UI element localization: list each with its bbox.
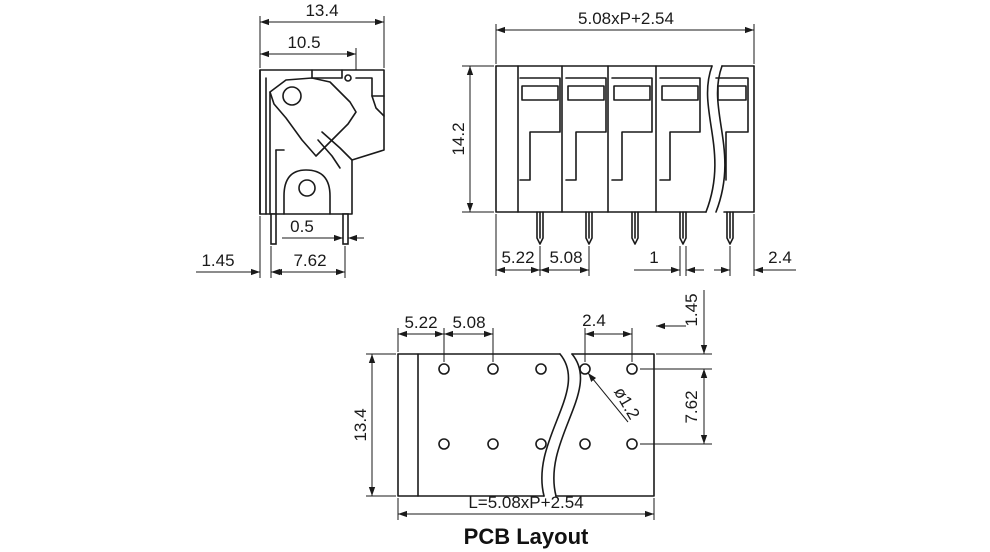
side-dim-pin-offset: 1.45 [196,216,282,278]
side-dim-pin-spacing: 7.62 [273,246,346,278]
side-view-pins [270,213,349,245]
front-dim-pitch: 5.22 5.08 [495,214,590,276]
front-dim-length: 5.08xP+2.54 [495,9,755,64]
pcb-layout-outline [397,353,655,497]
pcb-dim-edge-offset-label: 1.45 [682,293,701,326]
pcb-dim-edge-offset: 1.45 [640,290,712,378]
side-dim-width-total: 13.4 [259,1,385,68]
front-view-pins [536,211,734,245]
side-view: 13.4 10.5 0.5 1.45 7.62 [196,1,385,278]
pcb-dim-length-label: L=5.08xP+2.54 [468,493,583,512]
pcb-dim-hole-diameter: ø1.2 [587,372,643,423]
pcb-dim-row-spacing-label: 7.62 [682,390,701,423]
pcb-dim-height-label: 13.4 [351,408,370,441]
front-dim-first-pitch-label: 5.22 [501,248,534,267]
pcb-dim-end-offset-label: 2.4 [582,311,606,330]
pcb-dim-pitch: 5.22 5.08 [397,313,494,362]
front-dim-pitch-label: 5.08 [549,248,582,267]
front-dim-height: 14.2 [449,65,494,213]
pcb-layout: 5.22 5.08 2.4 1.45 7.62 ø1.2 [351,290,712,549]
pcb-holes [438,363,638,450]
side-dim-pin-thickness-label: 0.5 [290,217,314,236]
side-dim-width-total-label: 13.4 [305,1,338,20]
side-dim-pin-thickness: 0.5 [282,217,364,242]
front-dim-pin-width: 1 [634,246,704,276]
pcb-dim-end-offset: 2.4 [582,311,633,362]
front-dim-length-label: 5.08xP+2.54 [578,9,674,28]
pcb-dim-first-pitch-label: 5.22 [404,313,437,332]
side-dim-pin-spacing-label: 7.62 [293,251,326,270]
side-dim-pin-offset-label: 1.45 [201,251,234,270]
pcb-dim-length: L=5.08xP+2.54 [397,493,655,520]
front-view: 5.08xP+2.54 14.2 5.22 5.08 1 [449,9,796,276]
pcb-dim-hole-diameter-label: ø1.2 [610,384,643,423]
pcb-dim-pitch-label: 5.08 [452,313,485,332]
front-view-body [495,65,755,213]
side-dim-width-inner: 10.5 [260,33,357,70]
side-view-body [259,69,385,215]
pcb-layout-title: PCB Layout [464,524,589,549]
front-dim-pin-width-label: 1 [649,248,658,267]
front-dim-end-offset: 2.4 [714,214,796,276]
side-dim-width-inner-label: 10.5 [287,33,320,52]
pcb-dim-height: 13.4 [351,353,396,497]
pcb-dim-row-spacing: 7.62 [640,369,712,445]
front-dim-height-label: 14.2 [449,122,468,155]
front-dim-end-offset-label: 2.4 [768,248,792,267]
